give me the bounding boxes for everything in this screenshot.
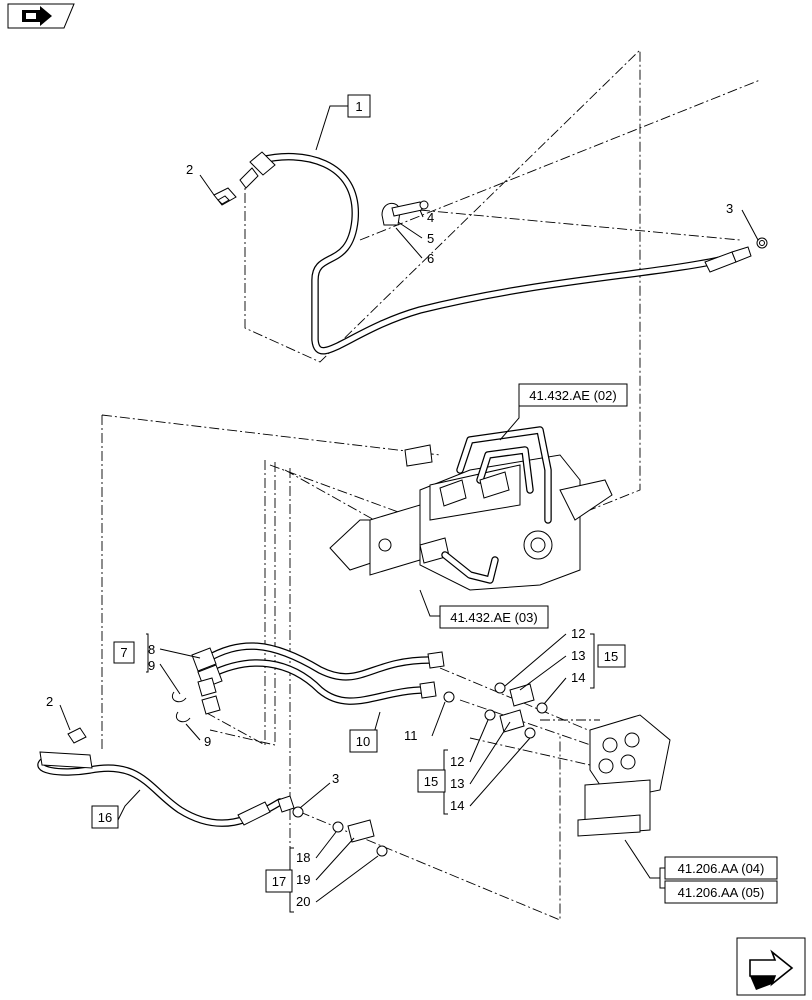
svg-text:15: 15 (604, 649, 618, 664)
ref-box-10[interactable]: 10 (349, 729, 378, 753)
section-ref-steering-b[interactable]: 41.206.AA (05) (664, 880, 778, 904)
section-ref-valve-top[interactable]: 41.432.AE (02) (518, 383, 628, 407)
steering-unit (577, 714, 671, 837)
section-ref-valve-bottom[interactable]: 41.432.AE (03) (439, 605, 549, 629)
clip-2-bottom (67, 727, 87, 744)
callout-9-top: 9 (148, 658, 155, 673)
callout-14-top: 14 (571, 670, 585, 685)
callout-14-bottom: 14 (450, 798, 464, 813)
next-arrow-icon[interactable] (736, 937, 806, 996)
callout-6: 6 (427, 251, 434, 266)
ref-box-15-top[interactable]: 15 (597, 644, 626, 668)
callout-4: 4 (427, 210, 434, 225)
svg-text:41.206.AA (05): 41.206.AA (05) (678, 885, 765, 900)
clamp-assembly (381, 200, 429, 226)
callout-20: 20 (296, 894, 310, 909)
svg-text:41.432.AE (02): 41.432.AE (02) (529, 388, 616, 403)
ref-box-15-bottom[interactable]: 15 (417, 769, 446, 793)
adapters-9 (172, 677, 221, 723)
callout-2-bottom: 2 (46, 694, 53, 709)
control-valve-assembly (329, 426, 613, 591)
fittings-18-20 (332, 819, 388, 857)
callout-12-top: 12 (571, 626, 585, 641)
callout-9-bottom: 9 (204, 734, 211, 749)
callout-13-top: 13 (571, 648, 585, 663)
callout-19: 19 (296, 872, 310, 887)
svg-text:10: 10 (356, 734, 370, 749)
callout-12-bottom: 12 (450, 754, 464, 769)
cap-3-top (756, 237, 768, 249)
svg-text:1: 1 (355, 99, 362, 114)
hose-1[interactable] (239, 151, 752, 355)
section-ref-steering-a[interactable]: 41.206.AA (04) (664, 856, 778, 880)
callout-2-top: 2 (186, 162, 193, 177)
callout-labels: 2 3 4 5 6 8 9 9 11 12 13 14 12 13 14 2 3… (46, 162, 733, 909)
callout-13-bottom: 13 (450, 776, 464, 791)
svg-text:16: 16 (98, 810, 112, 825)
callout-5: 5 (427, 231, 434, 246)
ref-box-7[interactable]: 7 (113, 641, 135, 664)
svg-text:15: 15 (424, 774, 438, 789)
ref-box-1[interactable]: 1 (347, 94, 371, 118)
ref-box-17[interactable]: 17 (265, 869, 293, 893)
cap-3-bottom (292, 806, 304, 818)
svg-text:7: 7 (120, 645, 127, 660)
fittings-11-14 (443, 682, 548, 739)
svg-text:41.432.AE (03): 41.432.AE (03) (450, 610, 537, 625)
svg-text:17: 17 (272, 874, 286, 889)
hose-10[interactable] (197, 659, 437, 705)
clip-2-top (213, 187, 237, 206)
back-arrow-icon[interactable] (7, 3, 75, 29)
hose-8[interactable] (191, 642, 445, 681)
callout-11: 11 (404, 728, 418, 743)
callout-3-top: 3 (726, 201, 733, 216)
hose-16[interactable] (37, 751, 295, 827)
svg-text:41.206.AA (04): 41.206.AA (04) (678, 861, 765, 876)
callout-3-bottom: 3 (332, 771, 339, 786)
ref-box-16[interactable]: 16 (91, 805, 119, 829)
callout-18: 18 (296, 850, 310, 865)
callout-8: 8 (148, 642, 155, 657)
